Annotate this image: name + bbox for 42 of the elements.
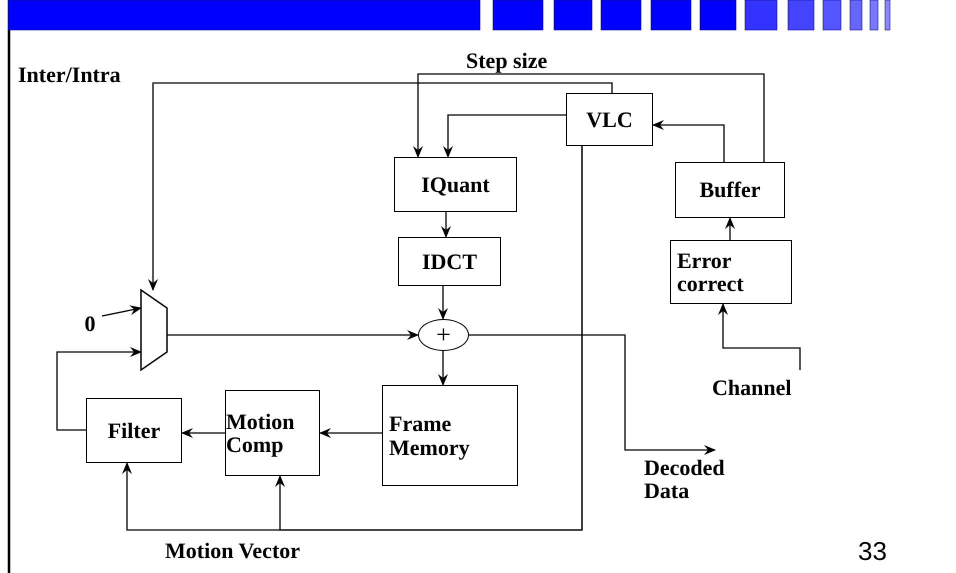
arrow xyxy=(102,305,142,317)
block-label: Filter xyxy=(108,418,160,442)
arrow xyxy=(438,286,448,320)
arrow xyxy=(718,303,801,370)
process-box xyxy=(86,398,182,463)
signal-label: Motion Vector xyxy=(165,538,300,564)
arrow xyxy=(56,347,142,431)
signal-label: Decoded Data xyxy=(644,456,726,502)
arrow xyxy=(181,428,225,438)
process-box xyxy=(670,240,792,304)
signal-label: Channel xyxy=(712,376,792,400)
plus-sign: + xyxy=(436,321,451,349)
block-label: Motion Comp xyxy=(226,410,296,456)
block-label: IDCT xyxy=(422,250,477,274)
arrow xyxy=(319,428,382,438)
page-number: 33 xyxy=(858,536,887,567)
arrow xyxy=(652,120,725,162)
process-box xyxy=(225,390,320,476)
arrow xyxy=(275,146,583,531)
arrow xyxy=(725,217,735,240)
block-label: IQuant xyxy=(421,172,490,196)
block-label: Frame Memory xyxy=(389,412,471,459)
arrow xyxy=(413,73,765,162)
block-label: Error correct xyxy=(677,248,745,296)
signal-label: 0 xyxy=(84,312,96,336)
arrow xyxy=(438,351,448,386)
arrow xyxy=(443,114,566,158)
arrow xyxy=(469,334,716,455)
block-label: VLC xyxy=(586,108,633,132)
process-box xyxy=(398,237,501,286)
process-box xyxy=(675,162,785,218)
block-label: Buffer xyxy=(699,178,761,202)
adder-circle xyxy=(418,319,469,351)
multiplexer-symbol xyxy=(140,288,168,372)
process-box xyxy=(394,157,517,212)
arrow xyxy=(148,82,613,291)
arrow xyxy=(441,212,451,238)
process-box xyxy=(382,385,518,486)
signal-label: Inter/Intra xyxy=(18,62,121,88)
process-box xyxy=(566,93,653,146)
signal-label: Step size xyxy=(466,48,548,74)
arrow xyxy=(167,330,419,340)
